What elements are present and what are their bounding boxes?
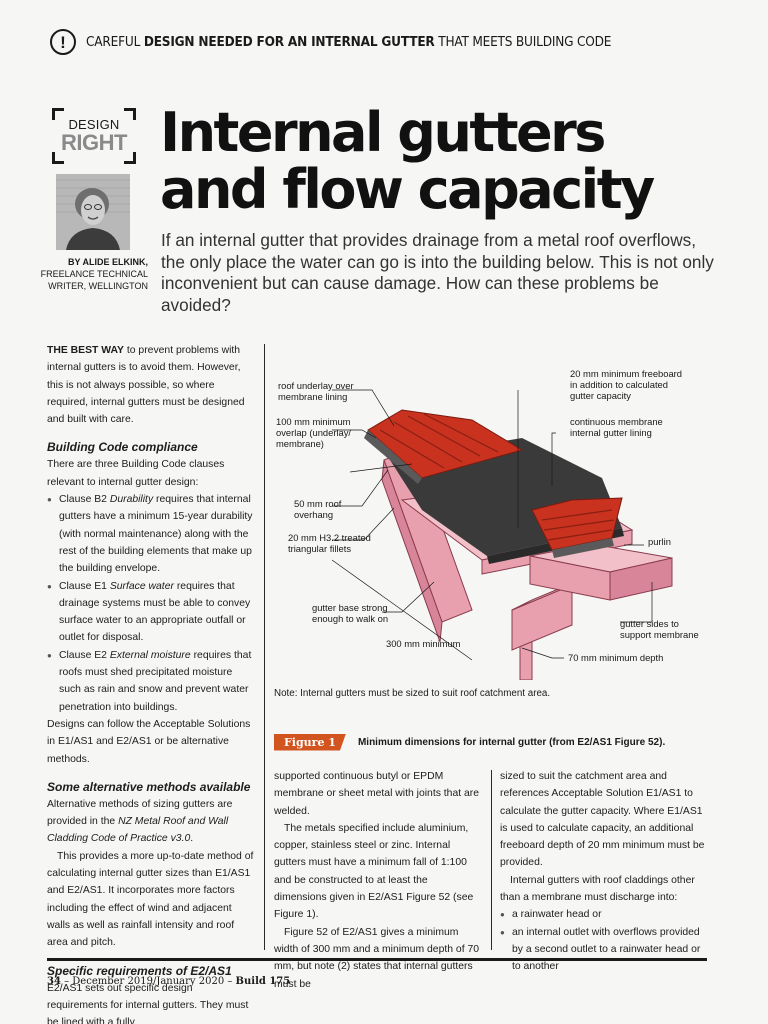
- subheading: Some alternative methods available: [47, 779, 251, 794]
- banner-text: CAREFUL DESIGN NEEDED FOR AN INTERNAL GU…: [86, 34, 612, 50]
- column-2: supported continuous butyl or EPDM membr…: [274, 768, 482, 993]
- figure-note: Note: Internal gutters must be sized to …: [274, 688, 551, 699]
- exclamation-icon: !: [50, 29, 76, 55]
- label-overhang: 50 mm roof overhang: [294, 498, 342, 520]
- intro-paragraph: THE BEST WAY to prevent problems with in…: [47, 345, 245, 426]
- article-title: Internal gutters and flow capacity: [160, 101, 655, 221]
- label-sides: gutter sides to support membrane: [620, 618, 699, 640]
- label-membrane: continuous membrane internal gutter lini…: [570, 416, 663, 438]
- paragraph: Figure 52 of E2/AS1 gives a minimum widt…: [274, 926, 480, 990]
- paragraph: sized to suit the catchment area and ref…: [500, 771, 705, 869]
- author-location: WRITER, WELLINGTON: [48, 281, 148, 291]
- clause-list: Clause B2 Durability requires that inter…: [47, 491, 255, 716]
- label-underlay: roof underlay over membrane lining: [278, 380, 354, 402]
- column-divider: [264, 344, 265, 950]
- column-divider: [491, 770, 492, 950]
- column-3: sized to suit the catchment area and ref…: [500, 768, 710, 976]
- author-name: BY ALIDE ELKINK,: [67, 257, 148, 267]
- outlet-list: a rainwater head or an internal outlet w…: [500, 906, 710, 975]
- article-deck: If an internal gutter that provides drai…: [161, 230, 714, 315]
- list-item: Clause E1 Surface water requires that dr…: [47, 578, 255, 647]
- footer-rule: [47, 958, 707, 961]
- figure-caption: Figure 1 Minimum dimensions for internal…: [274, 733, 665, 751]
- list-item: an internal outlet with overflows provid…: [500, 924, 710, 976]
- paragraph: This provides a more up-to-date method o…: [47, 850, 254, 949]
- list-item: a rainwater head or: [500, 906, 710, 924]
- label-purlin: purlin: [648, 536, 671, 547]
- paragraph: Designs can follow the Acceptable Soluti…: [47, 718, 251, 765]
- paragraph: Internal gutters with roof claddings oth…: [500, 874, 695, 904]
- figure-title: Minimum dimensions for internal gutter (…: [357, 736, 666, 748]
- label-depth: 70 mm minimum depth: [568, 652, 664, 663]
- label-base: gutter base strong enough to walk on: [312, 602, 389, 624]
- paragraph: There are three Building Code clauses re…: [47, 459, 225, 488]
- label-width: 300 mm minimum: [386, 638, 461, 649]
- design-right-logo: DESIGN RIGHT: [52, 108, 136, 164]
- paragraph: Alternative methods of sizing gutters ar…: [47, 798, 233, 845]
- author-role: FREELANCE TECHNICAL: [40, 269, 148, 279]
- list-item: Clause B2 Durability requires that inter…: [47, 491, 255, 577]
- page-footer: 34 – December 2019/January 2020 – Build …: [47, 976, 290, 987]
- top-banner: ! CAREFUL DESIGN NEEDED FOR AN INTERNAL …: [50, 28, 710, 56]
- logo-line-1: DESIGN: [68, 117, 120, 132]
- subheading: Specific requirements of E2/AS1: [47, 963, 232, 978]
- paragraph: supported continuous butyl or EPDM membr…: [274, 771, 480, 817]
- page-number: 34: [47, 976, 61, 987]
- paragraph: The metals specified include aluminium, …: [274, 822, 474, 921]
- subheading: Building Code compliance: [47, 440, 198, 455]
- byline: BY ALIDE ELKINK, FREELANCE TECHNICAL WRI…: [40, 256, 148, 292]
- gutter-diagram: roof underlay over membrane lining 100 m…: [272, 360, 720, 681]
- label-freeboard: 20 mm minimum freeboard in addition to c…: [570, 368, 683, 401]
- issue-date: – December 2019/January 2020 –: [60, 976, 236, 987]
- author-photo: [56, 174, 130, 250]
- figure-tag: Figure 1: [274, 734, 346, 751]
- logo-line-2: RIGHT: [61, 130, 127, 155]
- label-overlap: 100 mm minimum overlap (underlay/ membra…: [276, 416, 352, 449]
- label-fillets: 20 mm H3.2 treated triangular fillets: [288, 532, 371, 554]
- column-1: THE BEST WAY to prevent problems with in…: [47, 342, 255, 1024]
- magazine-issue: Build 175: [235, 976, 291, 987]
- paragraph: E2/AS1 sets out specific design requirem…: [47, 982, 249, 1024]
- list-item: Clause E2 External moisture requires tha…: [47, 647, 255, 716]
